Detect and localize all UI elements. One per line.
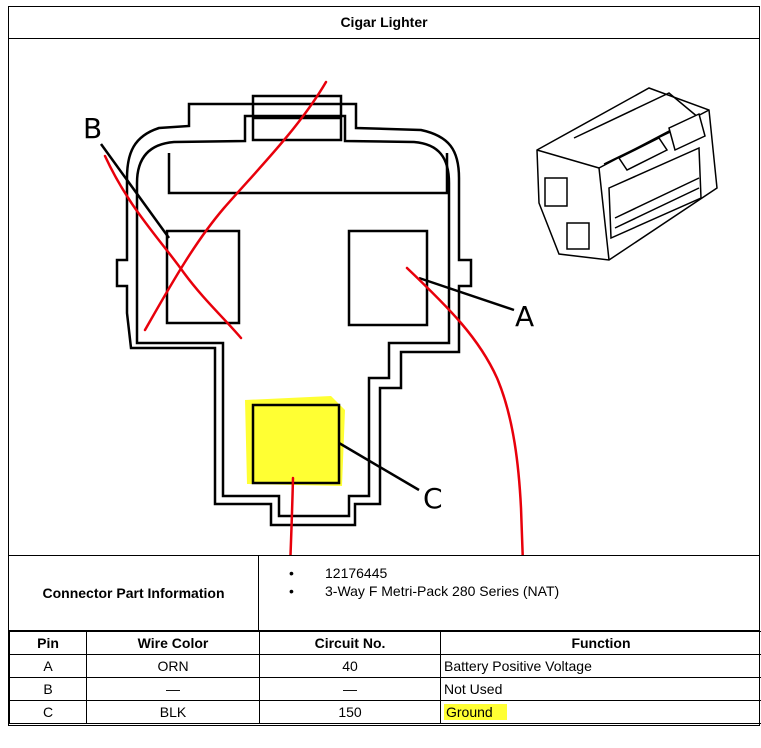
connector-series: 3-Way F Metri-Pack 280 Series (NAT) bbox=[277, 582, 559, 600]
connector-outline bbox=[115, 102, 473, 527]
pin-b-cross-stroke-1 bbox=[103, 154, 243, 340]
pin-c-leader bbox=[338, 441, 420, 492]
connector-drawing: B A C bbox=[83, 80, 718, 555]
function-cell: Not Used bbox=[440, 677, 761, 701]
circuit-cell: 150 bbox=[259, 700, 441, 724]
pin-b-label: B bbox=[83, 112, 102, 145]
part-number: 12176445 bbox=[277, 564, 559, 582]
header-wire-color: Wire Color bbox=[86, 631, 260, 655]
pin-b-leader bbox=[99, 143, 171, 239]
connector-inner-outline bbox=[135, 114, 451, 518]
pin-b-cross-stroke-2 bbox=[143, 80, 328, 332]
connector-sheet: Cigar Lighter bbox=[8, 6, 761, 726]
connector-part-info-label: Connector Part Information bbox=[9, 556, 259, 630]
header-pin: Pin bbox=[9, 631, 87, 655]
connector-part-list: 12176445 3-Way F Metri-Pack 280 Series (… bbox=[277, 564, 559, 600]
table-row: A ORN 40 Battery Positive Voltage bbox=[9, 654, 761, 678]
connector-diagram: B A C bbox=[9, 38, 759, 555]
sheet-title: Cigar Lighter bbox=[9, 7, 759, 39]
function-cell: Ground bbox=[440, 700, 761, 724]
pin-b-cavity bbox=[165, 229, 241, 325]
wire-color-cell: — bbox=[86, 677, 260, 701]
wire-color-cell: BLK bbox=[86, 700, 260, 724]
pin-c-label: C bbox=[423, 482, 443, 515]
pin-c-highlight bbox=[245, 396, 345, 486]
pin-table: Pin Wire Color Circuit No. Function A OR… bbox=[9, 631, 761, 724]
table-row: C BLK 150 Ground bbox=[9, 700, 761, 724]
function-cell: Battery Positive Voltage bbox=[440, 654, 761, 678]
pin-a-wire-trace bbox=[405, 266, 525, 555]
pin-cell: A bbox=[9, 654, 87, 678]
pin-a-leader bbox=[418, 276, 515, 312]
wire-color-cell: ORN bbox=[86, 654, 260, 678]
circuit-cell: — bbox=[259, 677, 441, 701]
table-header-row: Pin Wire Color Circuit No. Function bbox=[9, 631, 761, 655]
pin-cell: B bbox=[9, 677, 87, 701]
pin-a-cavity bbox=[347, 229, 429, 327]
connector-top-detail bbox=[167, 153, 449, 195]
connector-part-info: Connector Part Information 12176445 3-Wa… bbox=[9, 555, 759, 631]
pin-cell: C bbox=[9, 700, 87, 724]
connector-3d-view bbox=[536, 87, 718, 261]
pin-a-label: A bbox=[515, 300, 534, 333]
header-function: Function bbox=[440, 631, 761, 655]
ground-highlight: Ground bbox=[444, 704, 507, 720]
table-row: B — — Not Used bbox=[9, 677, 761, 701]
circuit-cell: 40 bbox=[259, 654, 441, 678]
header-circuit-no: Circuit No. bbox=[259, 631, 441, 655]
